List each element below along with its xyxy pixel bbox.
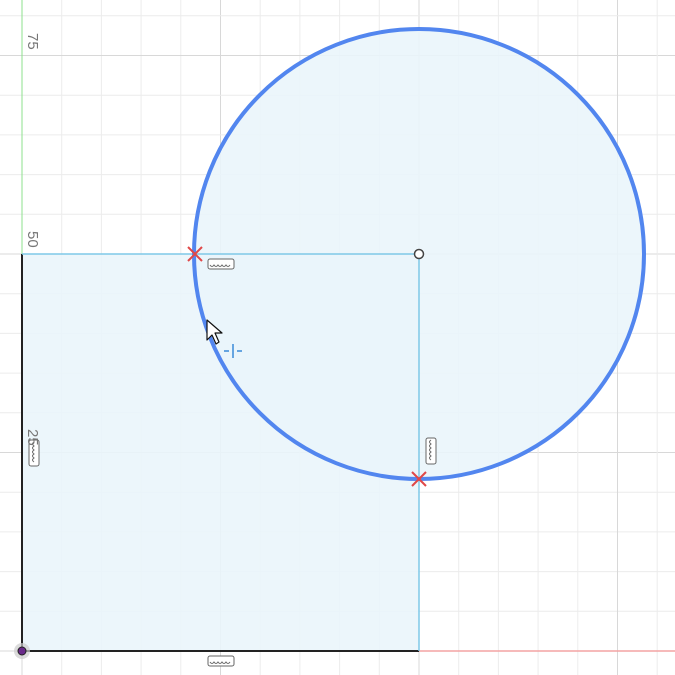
mouse-pointer-icon [206,319,223,345]
vertical-snap-hint-icon [224,344,242,358]
intersection-constraint-icon[interactable] [411,471,427,487]
y-axis-label-50: 50 [24,231,41,248]
horizontal-constraint-icon[interactable] [207,655,235,667]
vertical-constraint-icon[interactable] [425,437,437,465]
vertical-constraint-icon[interactable] [28,439,40,467]
profile-region[interactable] [22,29,644,651]
center-point-icon[interactable] [413,248,425,260]
origin-point-icon[interactable] [14,643,30,659]
intersection-constraint-icon[interactable] [187,246,203,262]
horizontal-constraint-icon[interactable] [207,258,235,270]
y-axis-label-25: 25 [24,429,41,446]
y-axis-label-75: 75 [24,33,41,50]
